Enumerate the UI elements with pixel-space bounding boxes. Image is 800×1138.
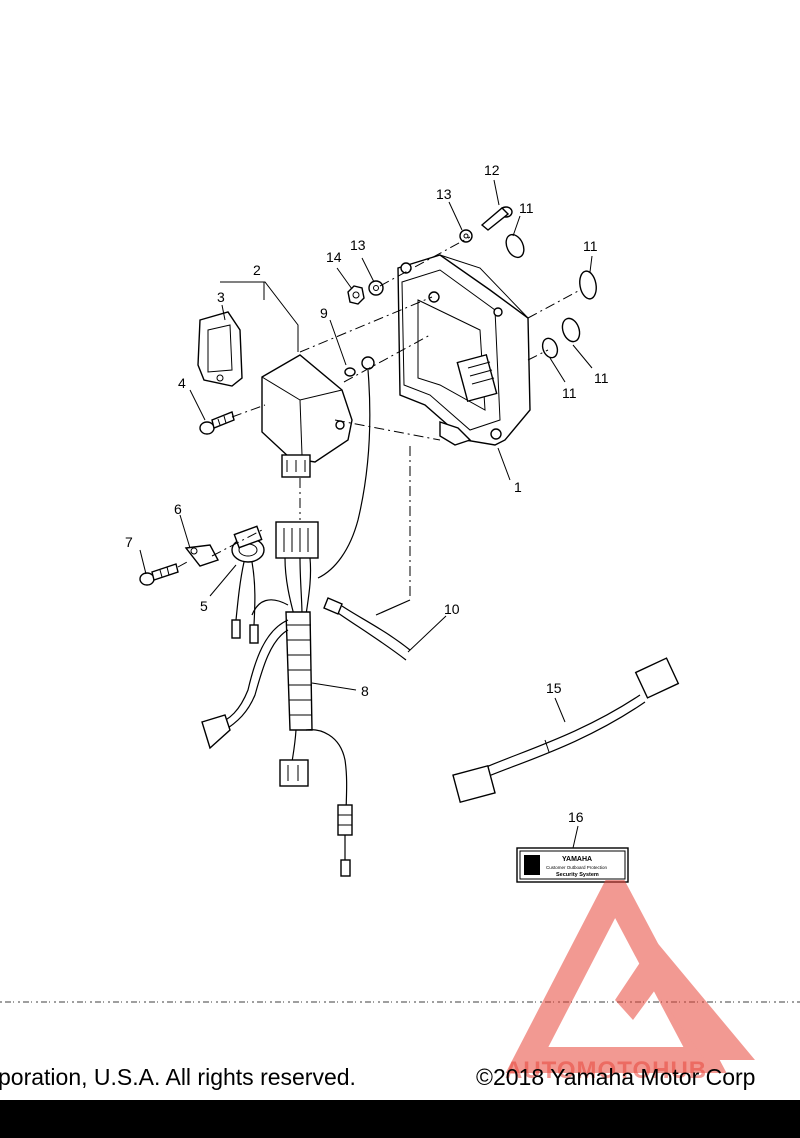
- watermark-triangle-icon: [505, 880, 755, 1073]
- callout-9: 9: [320, 305, 328, 321]
- part-1-case: [397, 254, 531, 446]
- watermark-logo: AUTOMOTOHUB: [505, 880, 755, 1084]
- part-10-cable-tie: [323, 597, 411, 661]
- part-2-control-unit: [261, 354, 353, 478]
- callout-15: 15: [546, 680, 562, 696]
- decal-brand: YAMAHA: [562, 856, 592, 863]
- callout-2: 2: [253, 262, 261, 278]
- part-8-harness: [201, 521, 353, 877]
- part-4-bolt: [199, 411, 235, 435]
- copyright-right: ©2018 Yamaha Motor Corp: [476, 1064, 756, 1090]
- callout-14: 14: [326, 249, 342, 265]
- copyright-left: poration, U.S.A. All rights reserved.: [0, 1064, 356, 1090]
- callout-1: 1: [514, 479, 522, 495]
- part-12-screw: [480, 206, 513, 231]
- part-13-washers: [368, 229, 473, 296]
- callout-10: 10: [444, 601, 460, 617]
- decal-line1: Customer Outboard Protection: [546, 865, 608, 870]
- leader-lines: [139, 179, 593, 849]
- callout-13a: 13: [436, 186, 452, 202]
- callout-4: 4: [178, 375, 186, 391]
- callout-11b: 11: [583, 238, 598, 254]
- callout-16: 16: [568, 809, 584, 825]
- decal-line2: Security System: [556, 872, 599, 878]
- callout-6: 6: [174, 501, 182, 517]
- callout-11d: 11: [562, 385, 577, 401]
- part-6-bracket: [184, 544, 220, 567]
- part-14-nut: [347, 285, 365, 305]
- callout-7: 7: [125, 534, 133, 550]
- callout-8: 8: [361, 683, 369, 699]
- callout-3: 3: [217, 289, 225, 305]
- part-9-ring: [344, 367, 356, 377]
- callout-12: 12: [484, 162, 500, 178]
- part-15-extension-harness: [452, 657, 680, 804]
- part-3-cover: [197, 311, 243, 387]
- part-7-screw: [139, 563, 179, 586]
- part-5-sensor: [231, 525, 265, 644]
- assembly-lines: [177, 236, 581, 616]
- callout-5: 5: [200, 598, 208, 614]
- callout-11a: 11: [519, 200, 534, 216]
- footer-black-bar: [0, 1100, 800, 1138]
- part-11-grommets: [505, 233, 597, 359]
- part-16-decal: YAMAHA Customer Outboard Protection Secu…: [516, 847, 629, 883]
- callout-11c: 11: [594, 370, 609, 386]
- callout-numbers: 1 2 3 4 5 6 7 8 9 10 11 11 11 11 12 13 1…: [125, 162, 609, 825]
- watermark-text: AUTOMOTOHUB: [505, 1057, 707, 1084]
- callout-13b: 13: [350, 237, 366, 253]
